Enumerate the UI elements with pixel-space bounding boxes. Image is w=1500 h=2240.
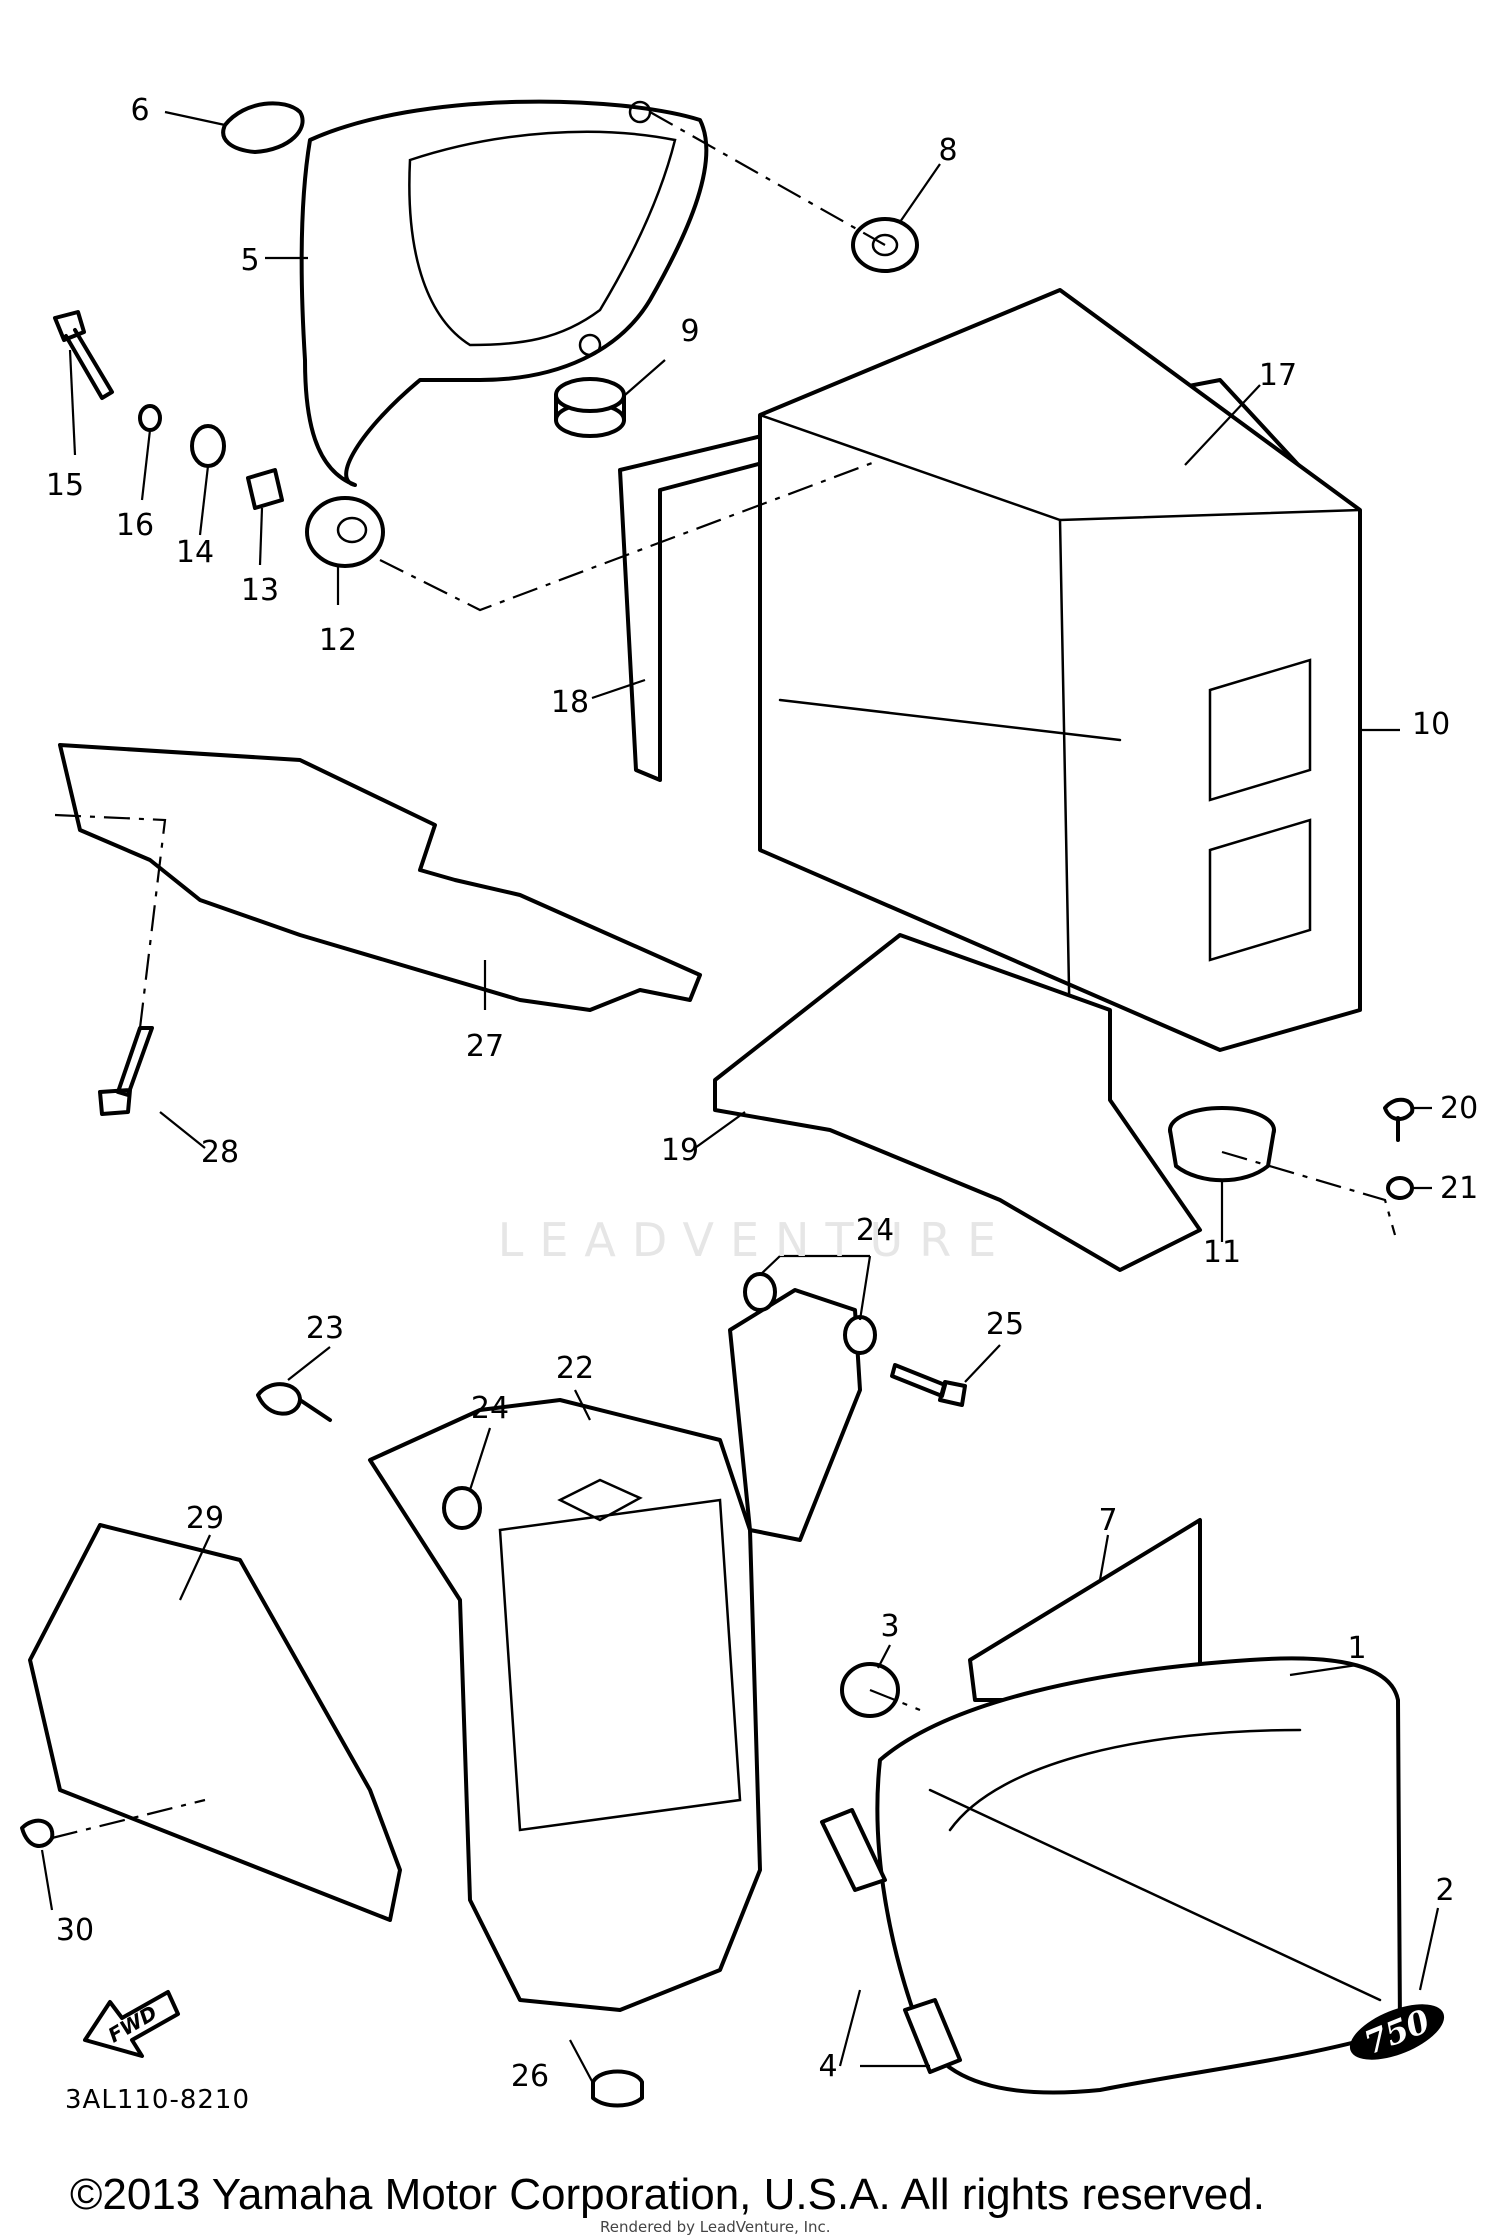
callout-label: 14 bbox=[176, 535, 214, 570]
callout-label: 28 bbox=[201, 1135, 239, 1170]
copyright-notice: ©2013 Yamaha Motor Corporation, U.S.A. A… bbox=[70, 2170, 1265, 2219]
part-27-under-cover bbox=[58, 743, 702, 1012]
part-24-collar-c bbox=[843, 1315, 877, 1355]
part-23-bolt bbox=[256, 1382, 332, 1422]
callout-label: 24 bbox=[856, 1213, 894, 1248]
callout-label: 30 bbox=[56, 1913, 94, 1948]
part-13-collar bbox=[246, 468, 284, 510]
callout-label: 10 bbox=[1412, 707, 1450, 742]
part-29-cover bbox=[28, 1523, 402, 1922]
callout-label: 29 bbox=[186, 1501, 224, 1536]
callout-numbers: 1 2 3 4 5 6 7 8 9 10 11 12 13 14 15 16 1… bbox=[46, 93, 1478, 2094]
callout-label: 5 bbox=[240, 243, 259, 278]
part-1-side-cover bbox=[875, 1656, 1402, 2095]
part-6-emblem bbox=[221, 101, 305, 154]
callout-label: 12 bbox=[319, 623, 357, 658]
callout-label: 15 bbox=[46, 468, 84, 503]
diagram-code: 3AL110-8210 bbox=[65, 2085, 250, 2115]
part-14-washer bbox=[190, 424, 226, 468]
part-24-collar-a bbox=[442, 1486, 482, 1530]
callout-label: 6 bbox=[130, 93, 149, 128]
callout-label: 24 bbox=[471, 1391, 509, 1426]
callout-label: 22 bbox=[556, 1351, 594, 1386]
part-19-tray bbox=[713, 933, 1202, 1272]
callout-label: 2 bbox=[1435, 1873, 1454, 1908]
callout-label: 26 bbox=[511, 2059, 549, 2094]
part-28-screw bbox=[98, 1026, 154, 1116]
callout-label: 20 bbox=[1440, 1091, 1478, 1126]
callout-label: 11 bbox=[1203, 1235, 1241, 1270]
callout-label: 7 bbox=[1098, 1503, 1117, 1538]
callout-label: 18 bbox=[551, 685, 589, 720]
callout-label: 9 bbox=[680, 314, 699, 349]
callout-label: 4 bbox=[818, 2049, 837, 2084]
part-26-damper bbox=[591, 2069, 644, 2108]
part-4-emblem-b bbox=[903, 1998, 962, 2074]
part-9-damper bbox=[554, 377, 626, 438]
part-30-screw bbox=[20, 1818, 55, 1848]
callout-label: 1 bbox=[1347, 1631, 1366, 1666]
callout-label: 27 bbox=[466, 1029, 504, 1064]
callout-label: 21 bbox=[1440, 1171, 1478, 1206]
callout-label: 16 bbox=[116, 508, 154, 543]
part-24-collar-b bbox=[743, 1272, 777, 1312]
callout-label: 23 bbox=[306, 1311, 344, 1346]
callout-label: 25 bbox=[986, 1307, 1024, 1342]
leader-lines bbox=[40, 110, 1440, 2086]
part-11-grommet bbox=[1168, 1106, 1276, 1183]
part-22-air-filter-case bbox=[368, 1288, 862, 2012]
part-20-bolt bbox=[1383, 1097, 1415, 1142]
callout-label: 13 bbox=[241, 573, 279, 608]
watermark: LEADVENTURE bbox=[497, 1213, 1013, 1267]
callout-label: 19 bbox=[661, 1133, 699, 1168]
part-12-grommet bbox=[305, 496, 385, 568]
callout-label: 17 bbox=[1259, 358, 1297, 393]
callout-label: 3 bbox=[880, 1609, 899, 1644]
part-5-side-cover bbox=[299, 99, 709, 487]
part-10-battery-box bbox=[758, 288, 1362, 1052]
callout-label: 8 bbox=[938, 133, 957, 168]
fwd-arrow-icon: FWD bbox=[83, 1990, 180, 2058]
part-21-nut bbox=[1386, 1176, 1414, 1200]
part-25-bolt bbox=[890, 1363, 967, 1407]
assembly-lines bbox=[51, 111, 1397, 1840]
part-16-washer bbox=[138, 404, 162, 432]
part-15-bolt bbox=[53, 310, 114, 400]
rendered-by-notice: Rendered by LeadVenture, Inc. bbox=[600, 2218, 831, 2236]
part-4-emblem-a bbox=[820, 1808, 887, 1892]
